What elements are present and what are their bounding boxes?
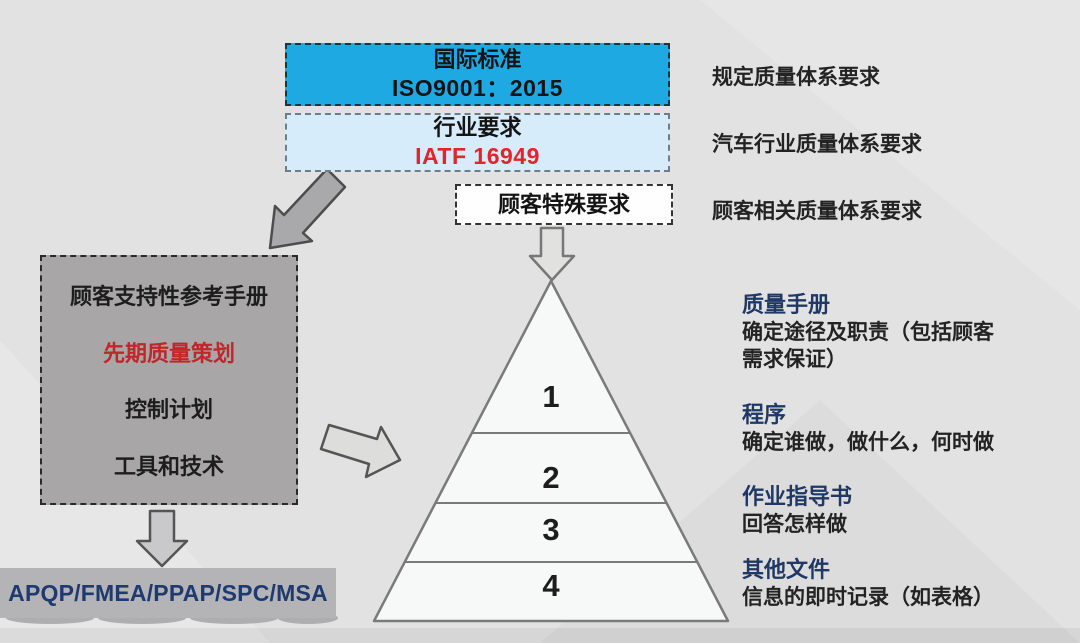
pyramid-outline [372,279,730,623]
core-tools-box: APQP/FMEA/PPAP/SPC/MSA [0,568,336,618]
pyramid-level-2-heading: 程序 [742,402,787,427]
reference-panel-item-apqp: 先期质量策划 [102,340,235,366]
right-arrow-icon [319,423,402,479]
pyramid-level-1-description: 确定途径及职责（包括顾客需求保证） [742,320,994,372]
pyramid-level-3-heading: 作业指导书 [742,484,853,509]
pyramid-level-4-annotation: 其他文件 信息的即时记录（如表格） [742,556,1072,611]
customer-special-requirement-note: 顾客相关质量体系要求 [712,200,922,223]
industry-requirement-box: 行业要求 IATF 16949 [285,113,670,172]
down-arrow-icon [135,509,189,568]
reference-panel-item: 控制计划 [124,397,213,423]
pyramid-level-3-annotation: 作业指导书 回答怎样做 [742,483,1072,538]
industry-requirement-code: IATF 16949 [415,142,540,169]
pyramid-level-3-number: 3 [542,512,559,547]
industry-requirement-title: 行业要求 [433,115,522,141]
pyramid-level-4-description: 信息的即时记录（如表格） [742,585,994,609]
background-facet [700,0,1080,310]
pyramid-level-2-description: 确定谁做，做什么，何时做 [742,430,994,454]
customer-special-requirement-box: 顾客特殊要求 [455,184,673,225]
international-standard-note: 规定质量体系要求 [712,66,880,89]
pyramid-level-1-heading: 质量手册 [742,292,831,317]
document-pyramid: 1 2 3 4 [372,279,730,623]
international-standard-box: 国际标准 ISO9001：2015 [285,43,670,106]
customer-reference-panel: 顾客支持性参考手册 先期质量策划 控制计划 工具和技术 [40,255,298,505]
international-standard-code: ISO9001：2015 [392,74,563,101]
core-tools-label: APQP/FMEA/PPAP/SPC/MSA [8,579,328,606]
pyramid-level-1-annotation: 质量手册 确定途径及职责（包括顾客需求保证） [742,291,1014,374]
industry-requirement-note: 汽车行业质量体系要求 [712,133,922,156]
reference-panel-item: 工具和技术 [113,453,224,479]
pyramid-level-4-number: 4 [542,568,560,603]
reference-panel-item: 顾客支持性参考手册 [69,284,268,310]
down-arrow-icon [528,226,576,282]
pyramid-level-1-number: 1 [542,379,559,414]
pyramid-level-3-description: 回答怎样做 [742,512,847,536]
down-left-arrow-icon [268,167,347,250]
pyramid-level-4-heading: 其他文件 [742,557,831,582]
international-standard-title: 国际标准 [433,47,522,73]
bottom-strip [0,628,1080,643]
pyramid-level-2-number: 2 [542,460,559,495]
customer-special-requirement-title: 顾客特殊要求 [497,191,630,217]
pyramid-level-2-annotation: 程序 确定谁做，做什么，何时做 [742,401,1072,456]
